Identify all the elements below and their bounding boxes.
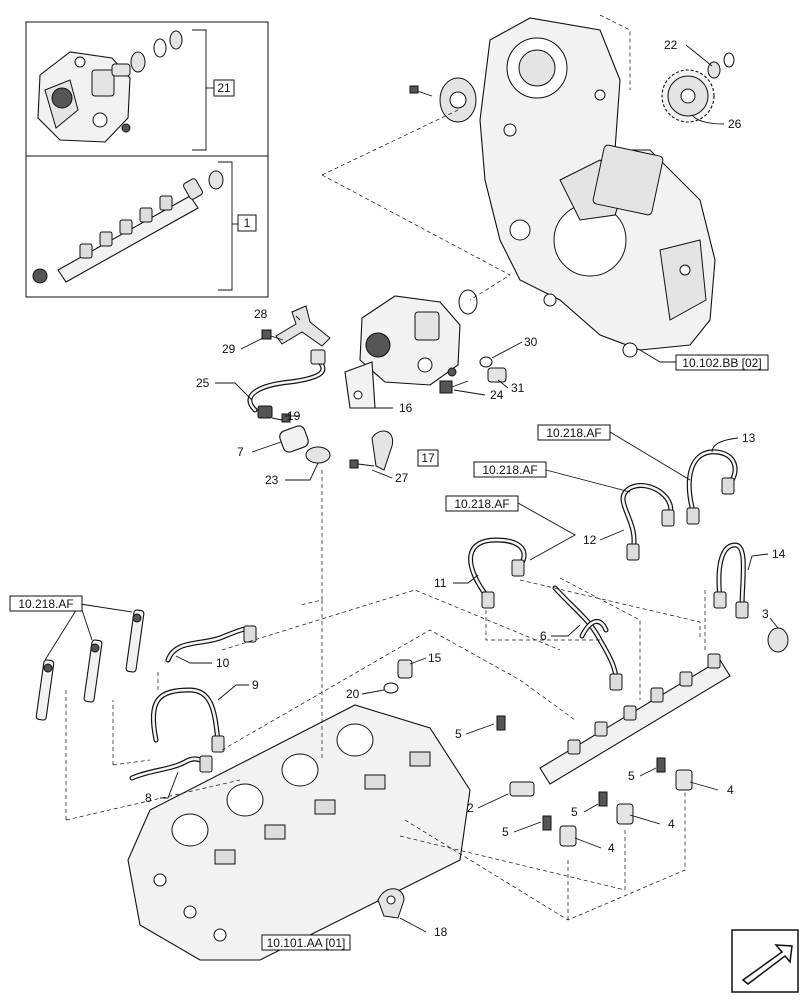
timing-cover-drawing	[479, 17, 716, 358]
callout-2[interactable]: 2	[467, 801, 474, 815]
callout-5-b[interactable]: 5	[502, 825, 509, 839]
callout-14[interactable]: 14	[772, 547, 786, 561]
inset-fuel-pump-drawing	[37, 30, 183, 143]
callout-5-c[interactable]: 5	[571, 805, 578, 819]
ref-box-2[interactable]: 10.218.AF	[482, 463, 537, 477]
callout-10[interactable]: 10	[216, 656, 230, 670]
spacers-drawing	[496, 715, 693, 847]
callout-7[interactable]: 7	[237, 445, 244, 459]
callout-21[interactable]: 21	[217, 81, 231, 95]
callout-29[interactable]: 29	[222, 342, 236, 356]
callout-19[interactable]: 19	[287, 409, 301, 423]
callout-16[interactable]: 16	[399, 401, 413, 415]
callout-15[interactable]: 15	[428, 651, 442, 665]
clamp-drawing	[349, 430, 394, 471]
inset-panel	[25, 21, 269, 298]
callout-3[interactable]: 3	[762, 607, 769, 621]
callout-20[interactable]: 20	[346, 687, 360, 701]
callout-1[interactable]: 1	[244, 216, 251, 230]
injector-pipes-drawing	[129, 449, 749, 781]
ref-box-4[interactable]: 10.218.AF	[18, 597, 73, 611]
callout-5-d[interactable]: 5	[628, 769, 635, 783]
sensor-plug-drawing	[383, 659, 413, 694]
callout-9[interactable]: 9	[252, 678, 259, 692]
bracket-drawing	[344, 361, 376, 409]
fuel-rail-drawing	[509, 627, 789, 797]
fitting-drawing	[439, 356, 507, 394]
callout-4-a[interactable]: 4	[727, 783, 734, 797]
bracket-18-drawing	[377, 888, 405, 919]
callout-31[interactable]: 31	[511, 381, 525, 395]
ref-box-3[interactable]: 10.218.AF	[454, 497, 509, 511]
cylinder-head-drawing	[127, 704, 471, 961]
gear-drawing	[661, 52, 735, 123]
callout-4-b[interactable]: 4	[668, 817, 675, 831]
callout-4-c[interactable]: 4	[608, 841, 615, 855]
callout-11[interactable]: 11	[434, 576, 447, 590]
callout-12[interactable]: 12	[583, 533, 597, 547]
ref-box-head[interactable]: 10.101.AA [01]	[267, 936, 346, 950]
callout-30[interactable]: 30	[524, 335, 538, 349]
injectors-drawing	[35, 609, 145, 721]
sensor-drawing	[271, 413, 331, 464]
callout-8[interactable]: 8	[145, 791, 152, 805]
sensor-harness-drawing	[247, 349, 326, 419]
callout-13[interactable]: 13	[742, 431, 756, 445]
callout-23[interactable]: 23	[265, 473, 279, 487]
callout-22[interactable]: 22	[664, 38, 678, 52]
ref-box-1[interactable]: 10.218.AF	[546, 426, 601, 440]
flange-drawing	[409, 77, 477, 123]
callout-24[interactable]: 24	[490, 388, 504, 402]
callout-27[interactable]: 27	[395, 471, 409, 485]
callout-25[interactable]: 25	[196, 376, 210, 390]
leader-lines	[44, 44, 779, 933]
callout-6[interactable]: 6	[540, 629, 547, 643]
assembly-lines	[65, 14, 706, 921]
callout-18[interactable]: 18	[434, 925, 448, 939]
inset-fuel-rail-drawing	[32, 170, 224, 284]
callout-5-a[interactable]: 5	[455, 727, 462, 741]
support-bracket-drawing	[261, 305, 331, 347]
callout-17[interactable]: 17	[421, 451, 435, 465]
next-page-arrow-icon[interactable]	[731, 929, 799, 993]
callout-numbers: 21 1 17 22 26 28 29 25 19 7 23 16 24 30 …	[145, 38, 786, 939]
reference-boxes: 10.218.AF 10.218.AF 10.218.AF 10.218.AF …	[9, 354, 769, 951]
callout-28[interactable]: 28	[254, 307, 268, 321]
callout-26[interactable]: 26	[728, 117, 742, 131]
fuel-pump-drawing	[359, 289, 478, 386]
ref-box-cover[interactable]: 10.102.BB [02]	[682, 356, 761, 370]
